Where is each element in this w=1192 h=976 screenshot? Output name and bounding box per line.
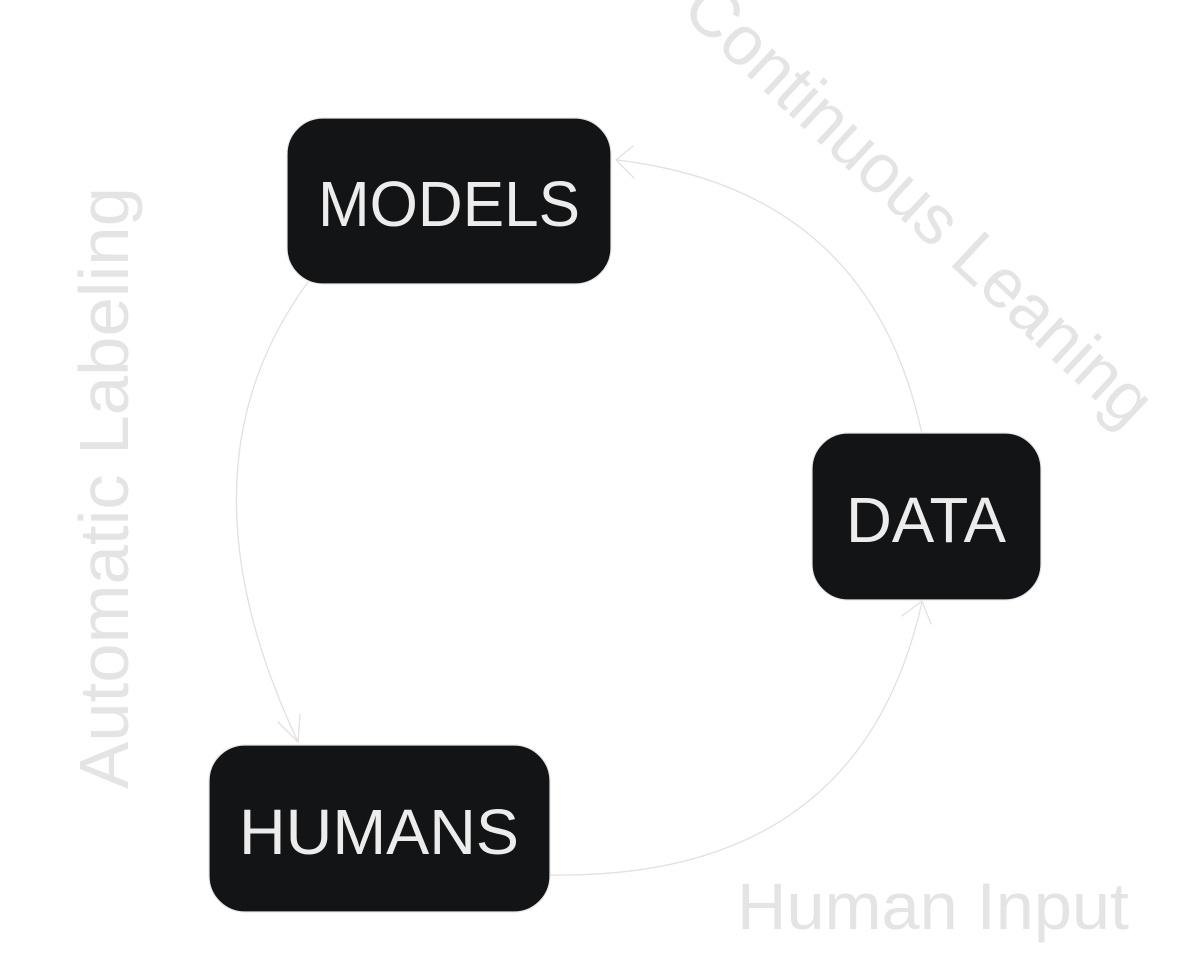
arc-models-to-humans: [235, 281, 309, 743]
flow-label-continuous-leaning: Continuous Leaning: [669, 0, 1170, 441]
flow-label-automatic-labeling: Automatic Labeling: [65, 187, 143, 789]
node-models-label: MODELS: [318, 168, 580, 240]
node-data-box: [811, 432, 1042, 601]
flow-label-human-input: Human Input: [737, 869, 1129, 943]
node-models: MODELS: [286, 117, 612, 285]
node-models-box: [286, 117, 612, 285]
node-humans-label: HUMANS: [239, 796, 519, 868]
arrowhead-humans: [277, 713, 301, 743]
node-humans: HUMANS: [208, 744, 551, 913]
node-data: DATA: [811, 432, 1042, 601]
arrowhead-data: [901, 600, 932, 625]
arc-data-to-models: [616, 159, 923, 435]
arrowhead-models: [615, 145, 635, 179]
node-humans-box: [208, 744, 551, 913]
arc-humans-to-data: [549, 601, 923, 876]
node-data-label: DATA: [846, 484, 1006, 556]
